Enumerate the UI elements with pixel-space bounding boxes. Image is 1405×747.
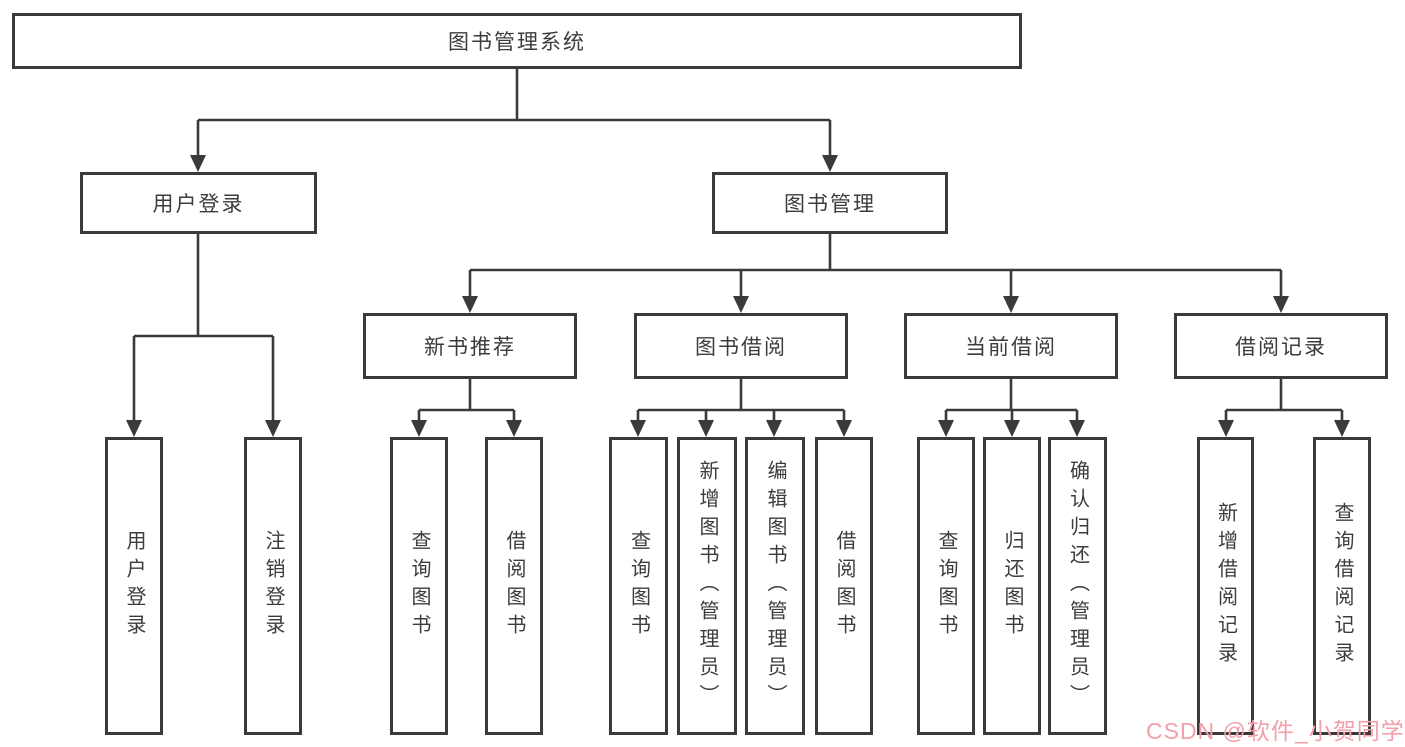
node-book-management: 图书管理 <box>712 172 948 234</box>
arrow-leaf-13 <box>1334 420 1350 437</box>
node-current-borrow: 当前借阅 <box>904 313 1118 379</box>
node-book-borrow: 图书借阅 <box>634 313 848 379</box>
arrow-leaf-9 <box>938 420 954 437</box>
arrow-leaf-7 <box>766 420 782 437</box>
leaf-label: 归还图书 <box>1001 530 1023 642</box>
leaf-query-books-recommend: 查询图书 <box>390 437 448 735</box>
leaf-label: 借阅图书 <box>503 530 525 642</box>
csdn-watermark: CSDN @软件_小贺同学 <box>1146 718 1405 744</box>
root-node-label: 图书管理系统 <box>448 31 586 54</box>
leaf-user-login: 用户登录 <box>105 437 163 735</box>
leaf-label: 新增图书（管理员） <box>696 460 718 712</box>
leaf-label: 查询图书 <box>935 530 957 642</box>
arrow-leaf-5 <box>630 420 646 437</box>
leaf-borrow-books: 借阅图书 <box>815 437 873 735</box>
node-label: 图书借阅 <box>695 336 787 359</box>
leaf-label: 新增借阅记录 <box>1214 502 1237 670</box>
node-new-book-recommend: 新书推荐 <box>363 313 577 379</box>
arrow-leaf-8 <box>836 420 852 437</box>
leaf-add-borrow-record: 新增借阅记录 <box>1197 437 1254 735</box>
arrow-leaf-2 <box>265 420 281 437</box>
leaf-edit-books-admin: 编辑图书（管理员） <box>745 437 805 735</box>
node-borrow-records: 借阅记录 <box>1174 313 1388 379</box>
leaf-label: 确认归还（管理员） <box>1066 460 1089 712</box>
leaf-label: 注销登录 <box>262 530 284 642</box>
leaf-label: 用户登录 <box>123 530 145 642</box>
node-label: 新书推荐 <box>424 336 516 359</box>
node-label: 当前借阅 <box>965 336 1057 359</box>
arrow-leaf-3 <box>411 420 427 437</box>
node-label: 借阅记录 <box>1235 336 1327 359</box>
arrow-to-borrow-records <box>1273 296 1289 313</box>
arrow-to-user-login <box>190 155 206 172</box>
leaf-borrow-books-recommend: 借阅图书 <box>485 437 543 735</box>
leaf-confirm-return-admin: 确认归还（管理员） <box>1048 437 1107 735</box>
node-user-login: 用户登录 <box>80 172 317 234</box>
node-label: 用户登录 <box>152 193 245 216</box>
arrow-to-current-borrow <box>1003 296 1019 313</box>
leaf-label: 编辑图书（管理员） <box>764 460 786 712</box>
arrow-leaf-1 <box>126 420 142 437</box>
arrow-leaf-10 <box>1004 420 1020 437</box>
arrow-to-new-book-recommend <box>462 296 478 313</box>
leaf-add-books-admin: 新增图书（管理员） <box>677 437 737 735</box>
arrow-leaf-6 <box>698 420 714 437</box>
leaf-logout: 注销登录 <box>244 437 302 735</box>
leaf-label: 查询借阅记录 <box>1331 502 1353 670</box>
arrow-to-book-borrow <box>733 296 749 313</box>
leaf-query-borrow-record: 查询借阅记录 <box>1313 437 1371 735</box>
arrow-to-book-mgmt <box>822 155 838 172</box>
arrow-leaf-12 <box>1218 420 1234 437</box>
arrow-leaf-4 <box>506 420 522 437</box>
leaf-label: 查询图书 <box>627 530 650 642</box>
root-node-library-system: 图书管理系统 <box>12 13 1022 69</box>
leaf-query-books-current: 查询图书 <box>917 437 975 735</box>
node-label: 图书管理 <box>784 193 876 216</box>
leaf-label: 查询图书 <box>408 530 430 642</box>
arrow-leaf-11 <box>1069 420 1085 437</box>
leaf-return-books: 归还图书 <box>983 437 1041 735</box>
leaf-query-books-borrow: 查询图书 <box>609 437 668 735</box>
leaf-label: 借阅图书 <box>833 530 855 642</box>
